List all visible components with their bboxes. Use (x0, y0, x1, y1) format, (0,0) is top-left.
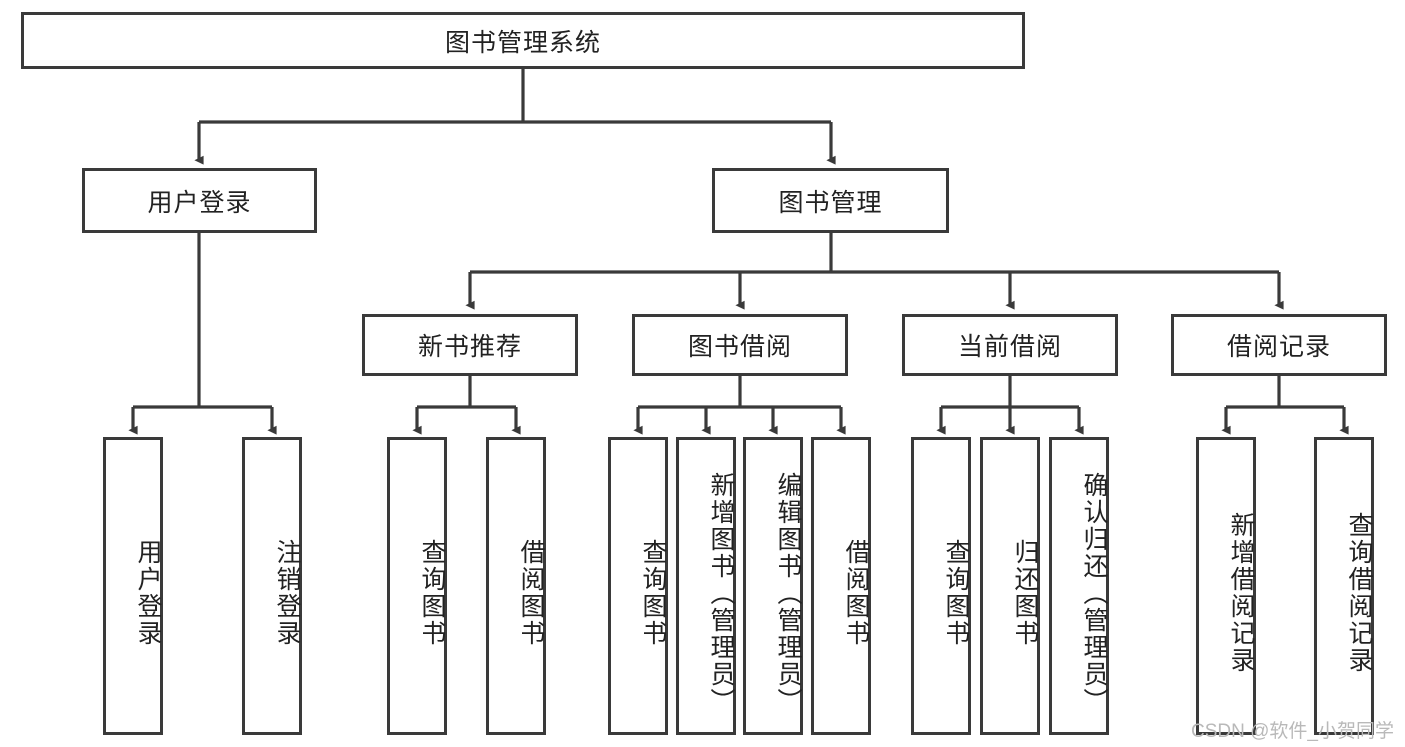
node-leaf-query-book-1[interactable]: 查询图书 (387, 437, 447, 735)
node-leaf-query-book-2-label: 查询图书 (639, 539, 667, 647)
node-leaf-query-record[interactable]: 查询借阅记录 (1314, 437, 1374, 735)
node-root[interactable]: 图书管理系统 (21, 12, 1025, 69)
node-user-login-label: 用户登录 (147, 188, 252, 217)
node-leaf-borrow-book-2[interactable]: 借阅图书 (811, 437, 871, 735)
node-leaf-add-record[interactable]: 新增借阅记录 (1196, 437, 1256, 735)
node-leaf-add-record-label: 新增借阅记录 (1227, 512, 1255, 674)
node-leaf-add-book-label: 新增图书（管理员） (707, 471, 735, 715)
node-current-borrow-label: 当前借阅 (957, 333, 1062, 361)
node-leaf-add-book[interactable]: 新增图书（管理员） (676, 437, 736, 735)
node-leaf-return-book-label: 归还图书 (1011, 539, 1039, 647)
node-borrow-record-label: 借阅记录 (1226, 333, 1331, 361)
node-leaf-edit-book-label: 编辑图书（管理员） (774, 471, 802, 715)
node-leaf-query-book-1-label: 查询图书 (418, 539, 446, 647)
node-leaf-confirm-return[interactable]: 确认归还（管理员） (1049, 437, 1109, 735)
node-leaf-user-login[interactable]: 用户登录 (103, 437, 163, 735)
node-leaf-borrow-book-1[interactable]: 借阅图书 (486, 437, 546, 735)
node-leaf-borrow-book-2-label: 借阅图书 (842, 539, 870, 647)
node-root-label: 图书管理系统 (444, 28, 601, 57)
node-borrow-record[interactable]: 借阅记录 (1171, 314, 1387, 376)
node-book-management[interactable]: 图书管理 (712, 168, 949, 233)
node-book-borrow[interactable]: 图书借阅 (632, 314, 848, 376)
node-book-borrow-label: 图书借阅 (687, 333, 792, 361)
csdn-watermark: CSDN @软件_小贺同学 (1191, 721, 1394, 742)
node-leaf-query-record-label: 查询借阅记录 (1345, 512, 1373, 674)
node-leaf-logout-login-label: 注销登录 (273, 539, 301, 647)
node-new-book-recommend-label: 新书推荐 (417, 333, 522, 361)
node-leaf-query-book-3[interactable]: 查询图书 (911, 437, 971, 735)
node-user-login[interactable]: 用户登录 (82, 168, 317, 233)
node-leaf-confirm-return-label: 确认归还（管理员） (1080, 471, 1108, 715)
node-book-management-label: 图书管理 (778, 188, 883, 217)
node-leaf-edit-book[interactable]: 编辑图书（管理员） (743, 437, 803, 735)
node-current-borrow[interactable]: 当前借阅 (902, 314, 1118, 376)
node-leaf-return-book[interactable]: 归还图书 (980, 437, 1040, 735)
node-leaf-query-book-2[interactable]: 查询图书 (608, 437, 668, 735)
node-new-book-recommend[interactable]: 新书推荐 (362, 314, 578, 376)
node-leaf-query-book-3-label: 查询图书 (942, 539, 970, 647)
node-leaf-logout-login[interactable]: 注销登录 (242, 437, 302, 735)
node-leaf-borrow-book-1-label: 借阅图书 (517, 539, 545, 647)
node-leaf-user-login-label: 用户登录 (134, 539, 162, 647)
